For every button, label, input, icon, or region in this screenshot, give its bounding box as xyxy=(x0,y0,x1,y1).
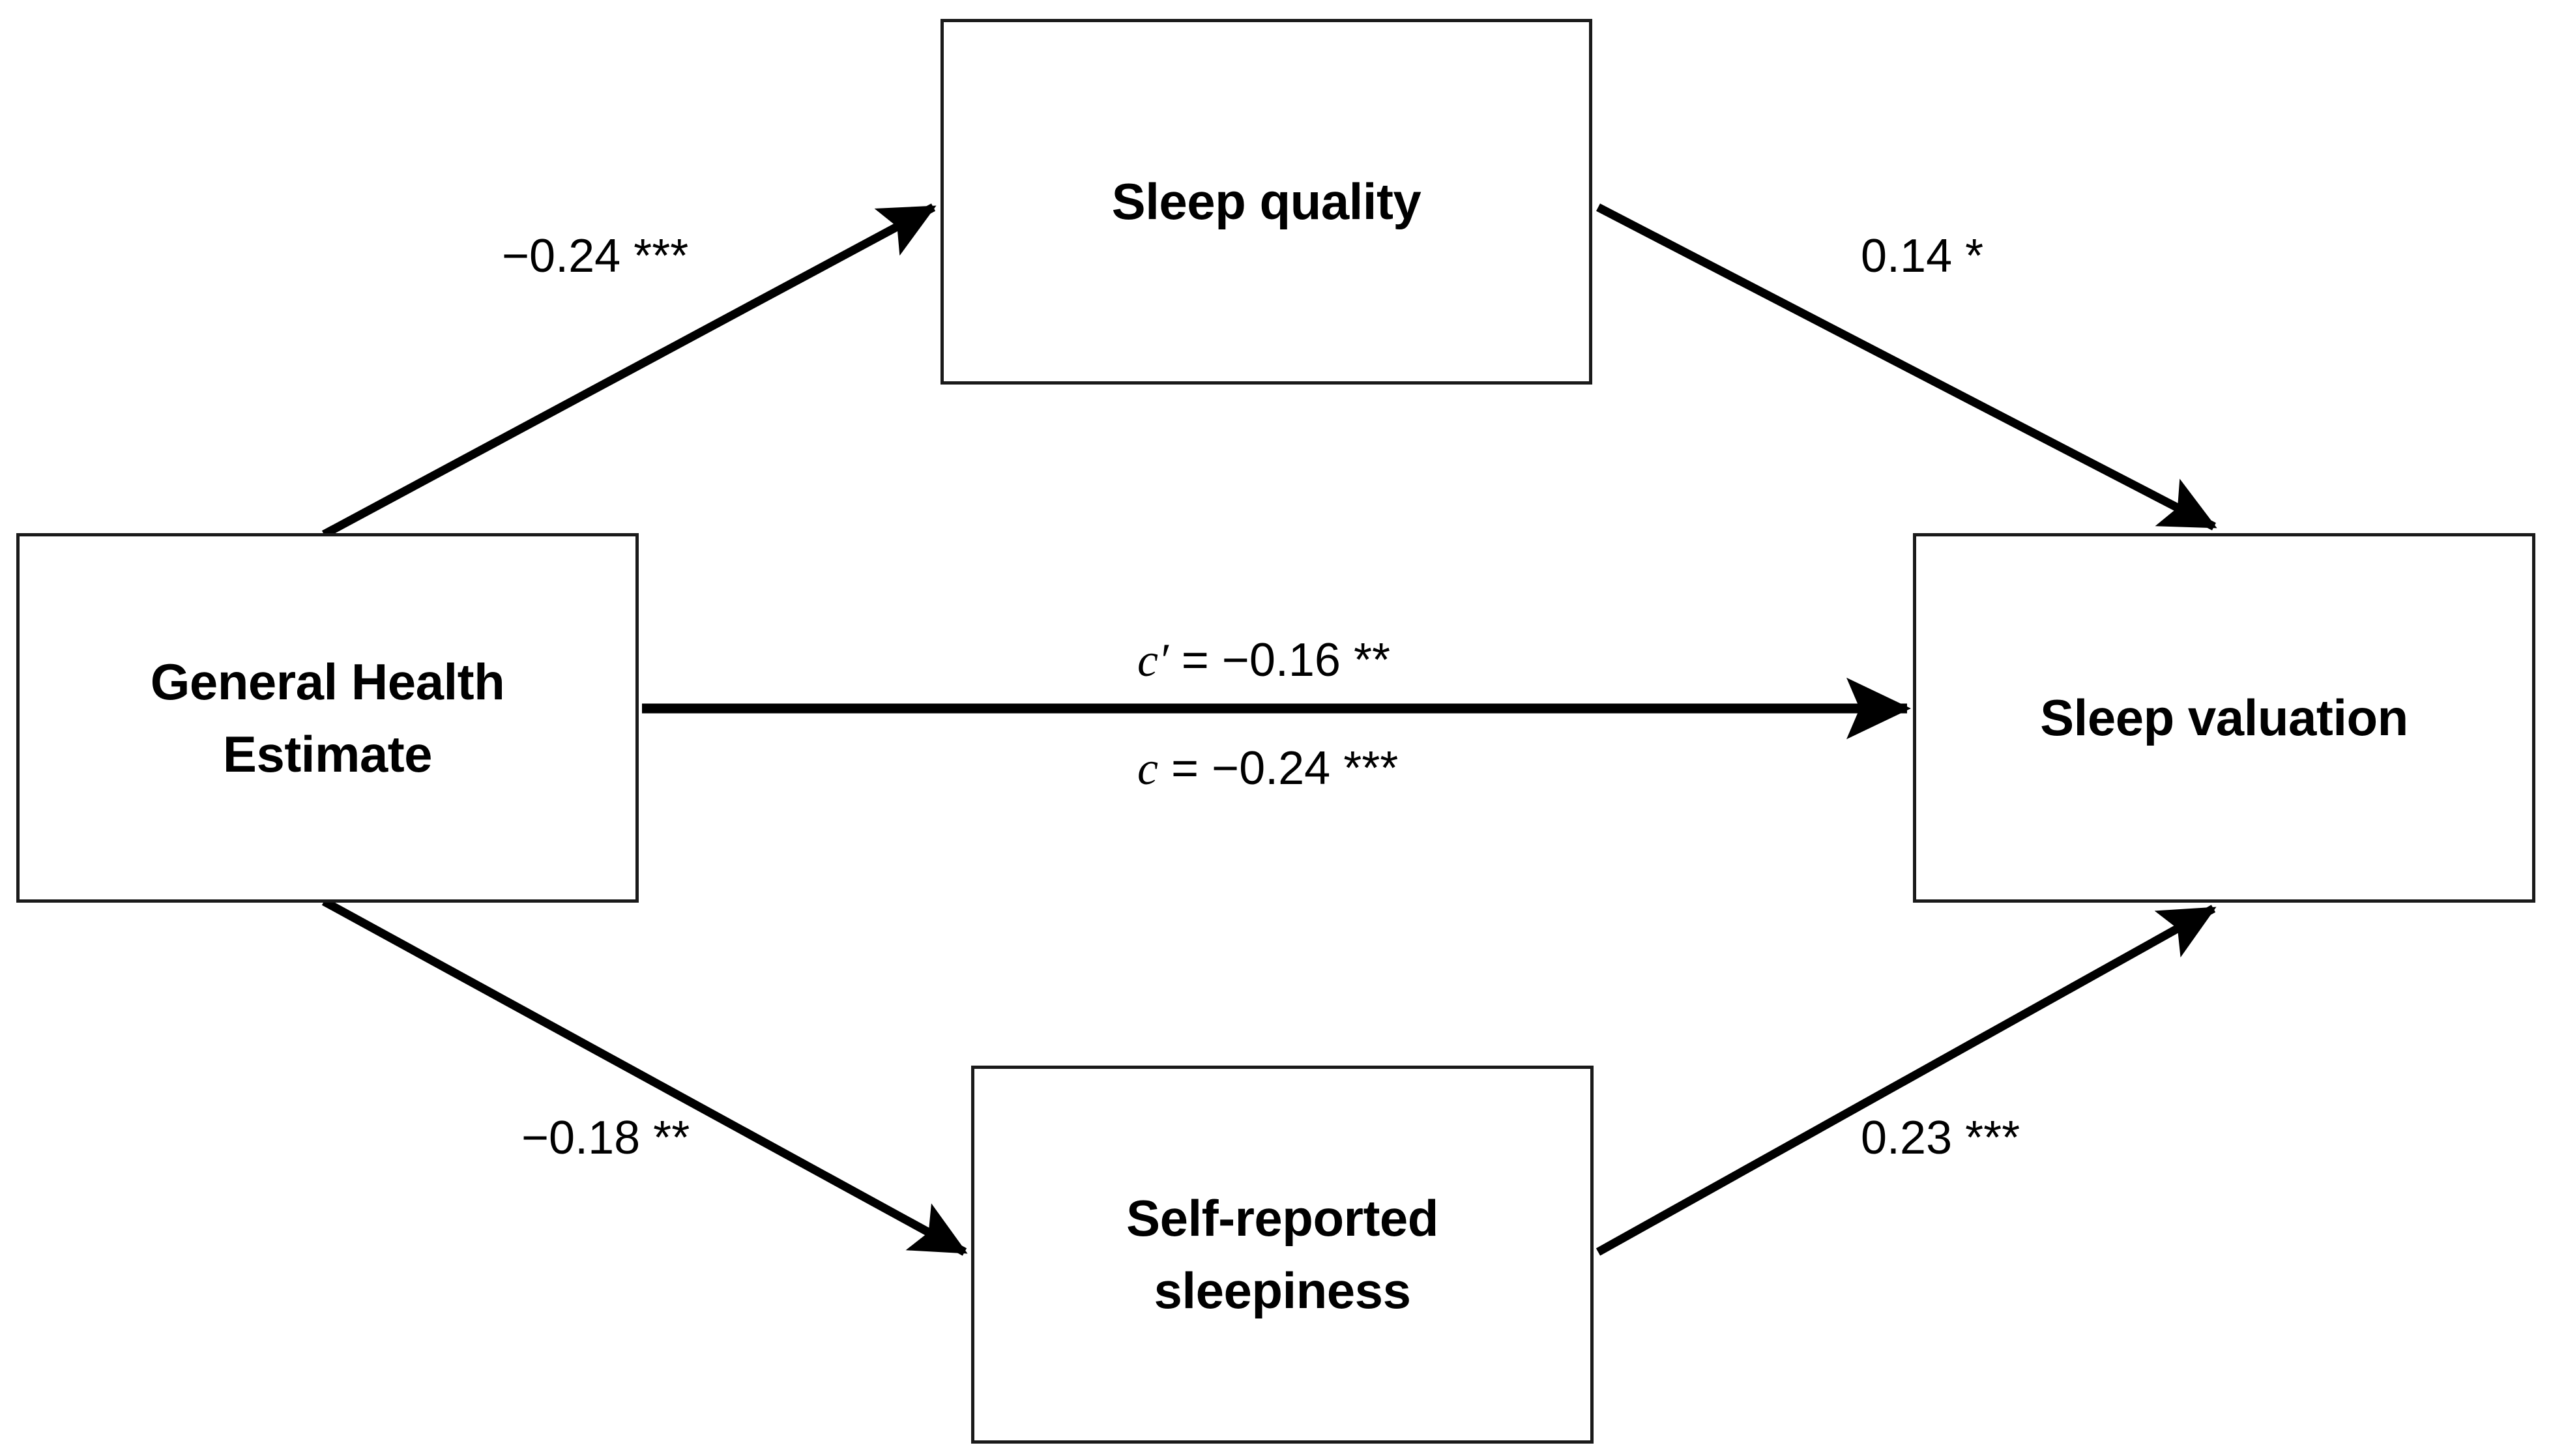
path-label-c-total-symbol: c xyxy=(1137,742,1158,794)
path-a1-arrow xyxy=(321,203,937,538)
path-label-c-prime-value: = −0.16 ** xyxy=(1168,634,1390,686)
path-label-c-prime-symbol: c′ xyxy=(1137,634,1169,686)
path-b1-arrow xyxy=(1596,203,2217,531)
node-label-outcome: Sleep valuation xyxy=(2040,689,2408,747)
node-sleep-quality[interactable]: Sleep quality xyxy=(940,19,1592,385)
node-general-health-estimate[interactable]: General Health Estimate xyxy=(16,533,639,903)
path-label-a2: −0.18 ** xyxy=(521,1112,690,1164)
path-a2-arrow xyxy=(321,897,968,1256)
path-label-b1: 0.14 * xyxy=(1861,230,1984,282)
node-label-mediator-top: Sleep quality xyxy=(1111,173,1421,231)
path-label-c-total-value: = −0.24 *** xyxy=(1158,742,1399,794)
path-label-c-total: c = −0.24 *** xyxy=(1137,742,1398,796)
node-self-reported-sleepiness[interactable]: Self-reported sleepiness xyxy=(971,1066,1594,1444)
node-sleep-valuation[interactable]: Sleep valuation xyxy=(1913,533,2535,903)
path-label-b2: 0.23 *** xyxy=(1861,1112,2020,1164)
path-b2-arrow xyxy=(1596,905,2217,1256)
node-label-predictor: General Health Estimate xyxy=(150,652,505,783)
path-label-a1: −0.24 *** xyxy=(502,230,689,282)
node-label-mediator-bottom: Self-reported sleepiness xyxy=(1126,1189,1438,1319)
path-label-c-prime: c′ = −0.16 ** xyxy=(1137,633,1390,688)
